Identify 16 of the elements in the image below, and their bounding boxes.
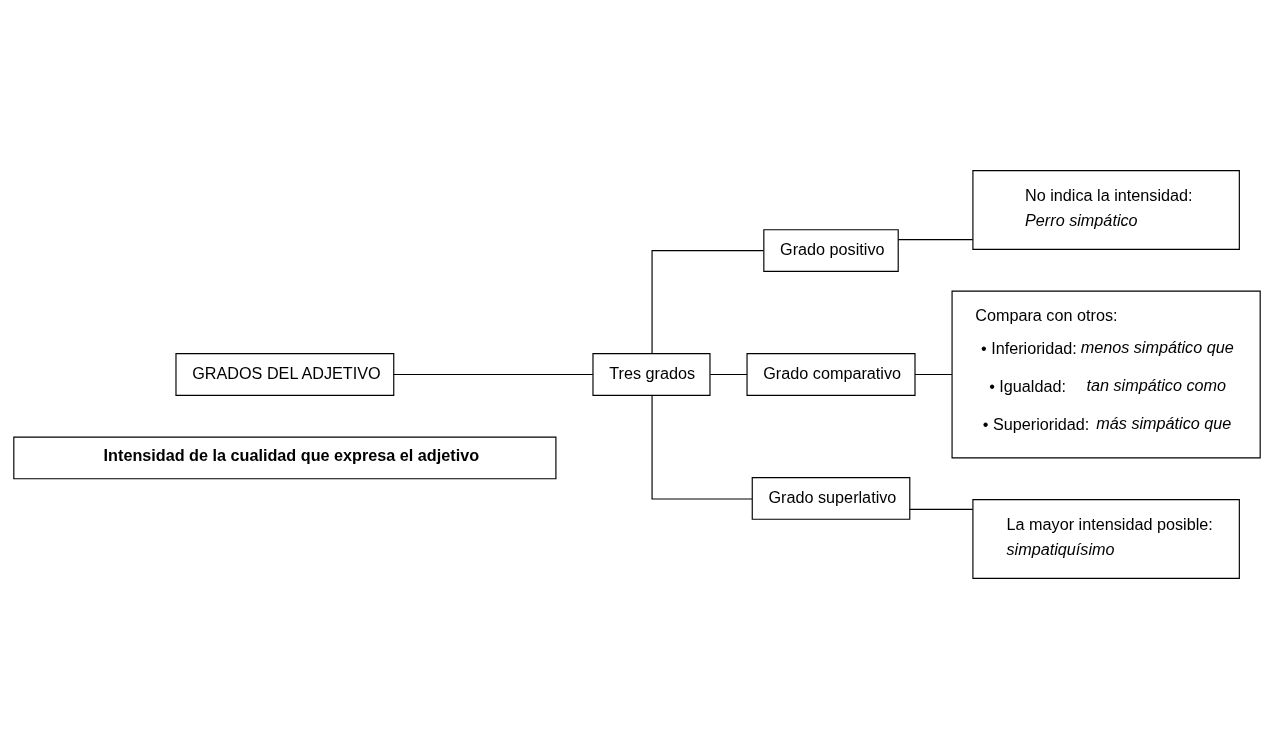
node-box: No indica la intensidad: Perro simpático: [972, 170, 1240, 250]
node-box: Grado comparativo: [746, 353, 916, 396]
connector: [709, 373, 748, 376]
node-box: Grado positivo: [763, 229, 899, 272]
node-box: La mayor intensidad posible: simpatiquísimo: [972, 499, 1240, 579]
connector: [897, 238, 974, 241]
node-box: Intensidad de la cualidad que expresa el adjetivo: [13, 436, 557, 480]
node-box: Tres grados: [592, 353, 711, 396]
node-box: GRADOS DEL ADJETIVO: [175, 353, 395, 396]
connector: [909, 508, 974, 511]
node-box: Compara con otros: • Inferioridad: menos simpático que • Igualdad: tan simpático como • Superioridad: más simpático que: [951, 290, 1261, 459]
connector: [651, 250, 764, 355]
node-box: Grado superlativo: [751, 477, 911, 520]
connector: [914, 373, 953, 376]
connector: [651, 395, 753, 500]
connector: [393, 373, 594, 376]
